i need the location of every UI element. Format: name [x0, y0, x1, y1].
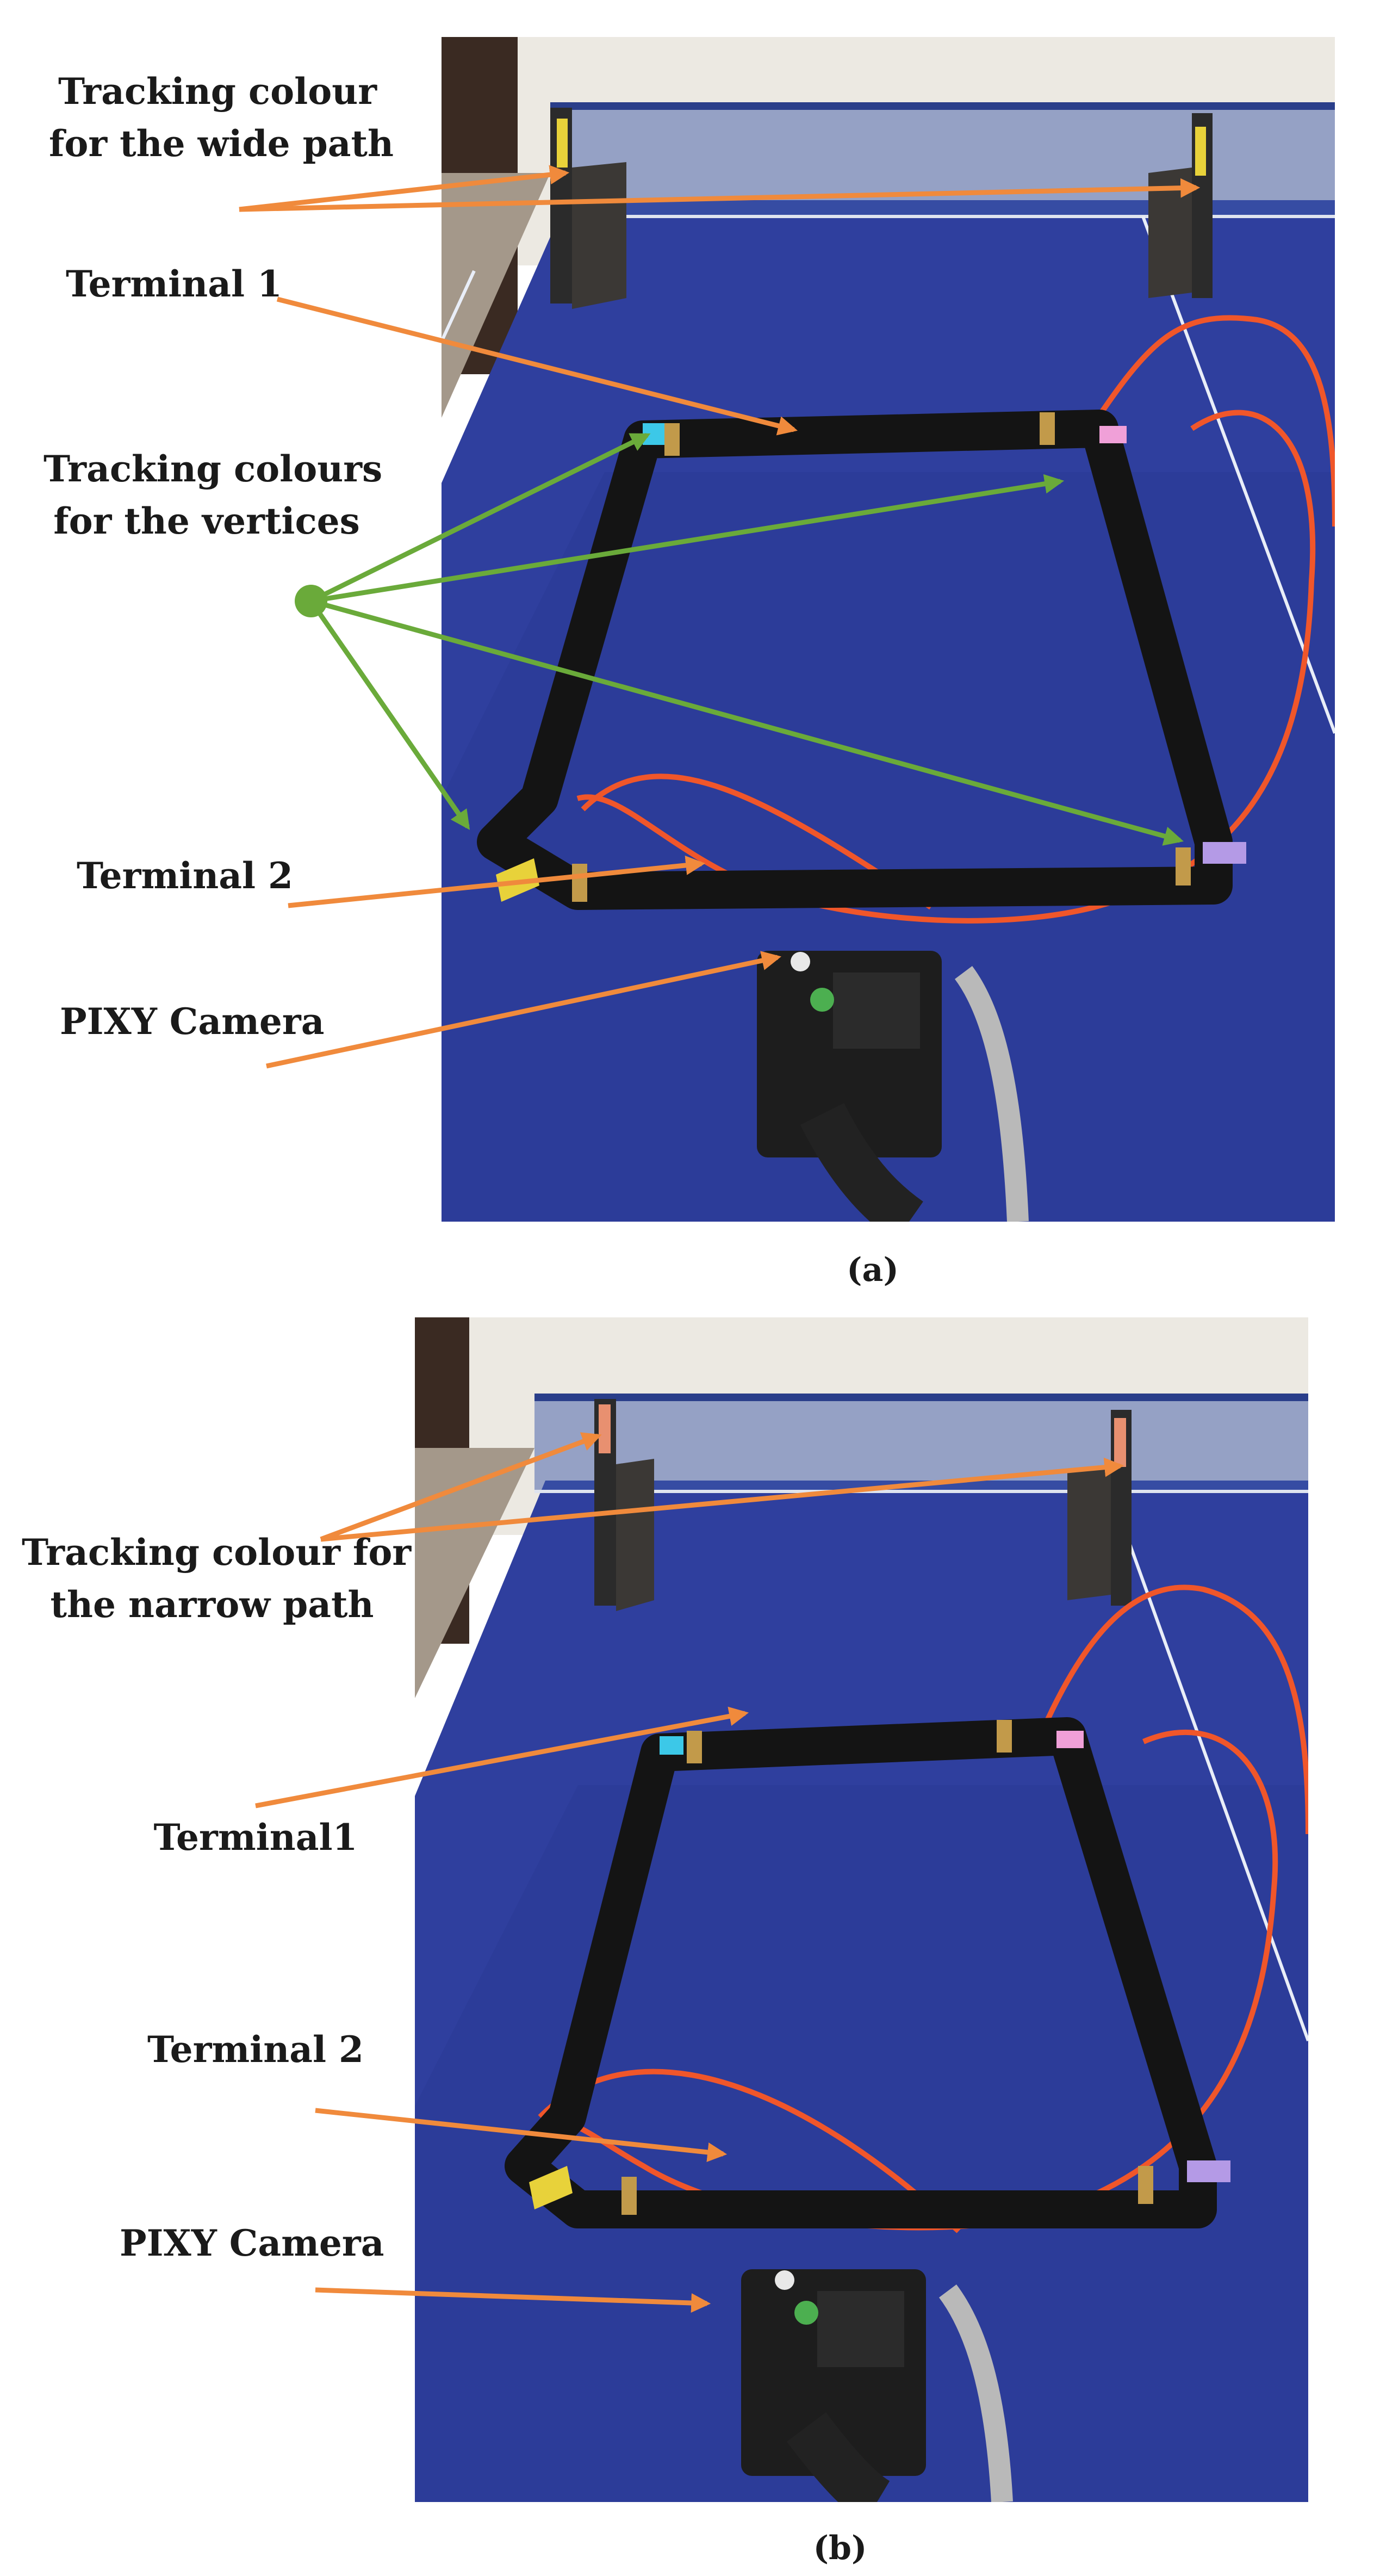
caption-panel-b: (b)	[813, 2529, 867, 2567]
label-terminal1-a: Terminal 1	[66, 263, 282, 305]
label-narrow-path-line2: the narrow path	[50, 1583, 374, 1626]
label-vertices-line1: Tracking colours	[43, 448, 383, 490]
label-narrow-path: Tracking colour for the narrow path	[22, 1526, 412, 1631]
label-wide-path-line1: Tracking colour	[58, 70, 377, 113]
label-vertices: Tracking colours for the vertices	[43, 443, 383, 547]
vertices-green-dot	[295, 585, 327, 617]
label-terminal1-b: Terminal1	[153, 1816, 358, 1859]
photo-panel-a	[442, 37, 1335, 1222]
label-camera-b: PIXY Camera	[120, 2222, 384, 2264]
caption-panel-a: (a)	[847, 1251, 899, 1289]
label-vertices-line2: for the vertices	[53, 500, 360, 542]
label-terminal2-b: Terminal 2	[147, 2028, 364, 2071]
label-wide-path-line2: for the wide path	[49, 122, 394, 165]
label-narrow-path-line1: Tracking colour for	[22, 1531, 412, 1574]
label-terminal2-a: Terminal 2	[77, 854, 293, 897]
photo-panel-b	[415, 1317, 1308, 2502]
label-wide-path: Tracking colour for the wide path	[49, 65, 394, 170]
label-camera-a: PIXY Camera	[60, 1000, 325, 1043]
